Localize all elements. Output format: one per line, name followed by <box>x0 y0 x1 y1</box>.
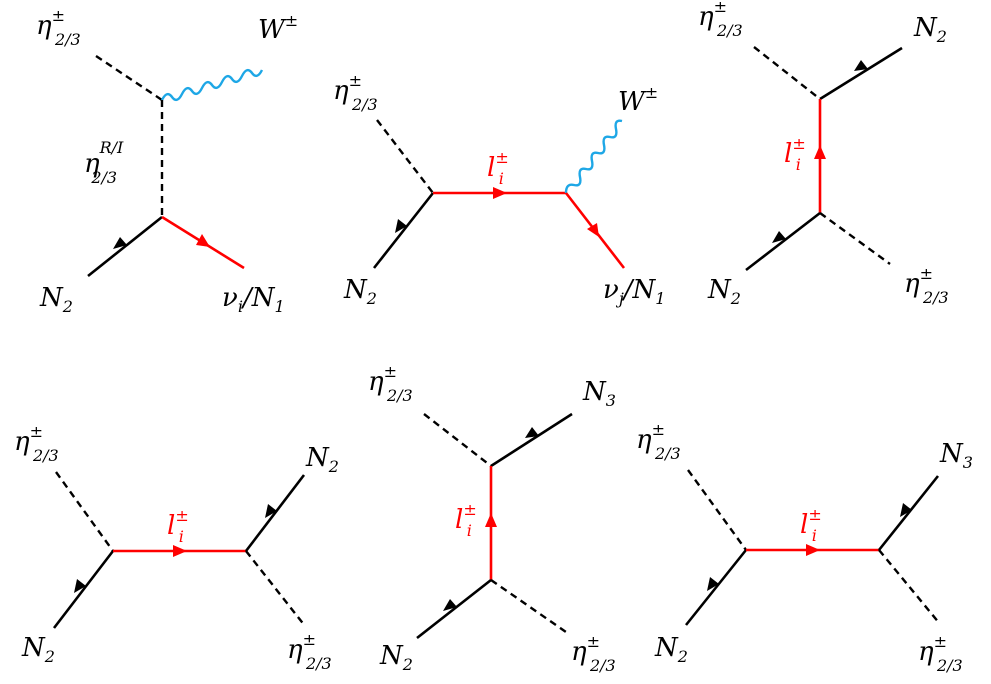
w-boson-wavy-line <box>564 119 623 194</box>
arrow-icon <box>707 577 719 591</box>
label-n2-in: N2 <box>21 633 55 666</box>
w-boson-wavy-line <box>160 68 264 102</box>
label-n3-out: N3 <box>582 377 616 410</box>
label-nu-n1-out: νj/N1 <box>603 275 665 308</box>
label-nu-n1-out: νi/N1 <box>222 283 285 316</box>
arrow-icon <box>854 60 868 71</box>
scalar-line-eta-out <box>878 549 941 625</box>
label-n3-out: N3 <box>939 439 973 472</box>
arrow-icon <box>443 599 457 611</box>
label-eta-scalar: η±2/3 <box>636 420 681 463</box>
label-n2-in: N2 <box>707 275 741 308</box>
arrow-icon <box>772 231 786 243</box>
label-eta-scalar-out: η±2/3 <box>904 264 949 307</box>
label-eta-scalar-out: η±2/3 <box>287 630 332 673</box>
label-lepton-mediator: l±i <box>455 500 477 540</box>
diagram-6: η±2/3 N3 l±i N2 η±2/3 <box>636 420 973 675</box>
arrow-icon <box>493 187 507 199</box>
label-w-boson: W± <box>258 11 298 45</box>
scalar-line-eta-in <box>55 471 114 552</box>
label-lepton-mediator: l±i <box>167 506 189 546</box>
label-n2-in: N2 <box>343 275 377 308</box>
label-eta-scalar: η±2/3 <box>368 362 413 405</box>
fermion-line-n3-out <box>490 412 573 468</box>
fermion-line-n2-out <box>819 46 903 101</box>
arrow-icon <box>485 513 497 527</box>
scalar-line-eta-in <box>376 119 434 194</box>
label-n2-in: N2 <box>39 283 73 316</box>
diagram-4: η±2/3 N2 l±i N2 η±2/3 <box>14 422 339 673</box>
label-eta-scalar: η±2/3 <box>333 71 378 114</box>
arrow-icon <box>525 427 539 438</box>
scalar-line-eta-out <box>245 550 306 627</box>
scalar-line-eta-out <box>490 579 567 633</box>
label-n2-in: N2 <box>654 633 688 666</box>
label-n2-out: N2 <box>305 443 339 476</box>
label-eta-scalar-out: η±2/3 <box>571 632 616 675</box>
label-lepton-mediator: l±i <box>800 505 822 545</box>
fermion-line-n2-in <box>372 192 435 269</box>
arrow-icon <box>814 145 826 159</box>
diagram-3: η±2/3 N2 l±i N2 η±2/3 <box>698 0 949 308</box>
arrow-icon <box>900 503 912 517</box>
scalar-line-eta-in <box>423 413 492 467</box>
arrow-icon <box>74 579 86 593</box>
diagram-2: η±2/3 W± l±i N2 νj/N1 <box>333 71 665 308</box>
label-n2-out: N2 <box>913 13 947 46</box>
diagram-5: η±2/3 N3 l±i N2 η±2/3 <box>368 362 616 675</box>
scalar-line-eta-in <box>753 46 821 100</box>
scalar-line-eta-in <box>95 55 163 101</box>
fermion-line-n3-out <box>877 475 940 551</box>
arrow-icon <box>196 234 210 247</box>
arrow-icon <box>173 545 187 557</box>
fermion-line-n2-in <box>416 578 492 640</box>
scalar-line-eta-in <box>687 469 747 551</box>
label-eta-scalar-out: η±2/3 <box>918 632 963 675</box>
arrow-icon <box>587 223 599 237</box>
label-eta-scalar: η±2/3 <box>36 6 81 49</box>
label-lepton-mediator: l±i <box>487 148 509 188</box>
fermion-line-n2-in <box>87 215 163 278</box>
arrow-icon <box>806 544 820 556</box>
fermion-line-n2-in <box>745 211 821 272</box>
label-lepton-mediator: l±i <box>784 134 806 174</box>
fermion-line-n2-out <box>244 474 306 552</box>
fermion-line-n2-in <box>52 550 115 629</box>
scalar-line-eta-out <box>819 212 891 265</box>
fermion-line-n2-in <box>684 549 748 626</box>
label-n2-in: N2 <box>379 641 413 674</box>
label-w-boson: W± <box>618 83 658 117</box>
arrow-icon <box>265 504 277 518</box>
label-eta-scalar: η±2/3 <box>14 422 59 465</box>
arrow-icon <box>113 237 127 249</box>
arrow-icon <box>395 219 407 233</box>
label-eta-scalar: η±2/3 <box>698 0 743 40</box>
